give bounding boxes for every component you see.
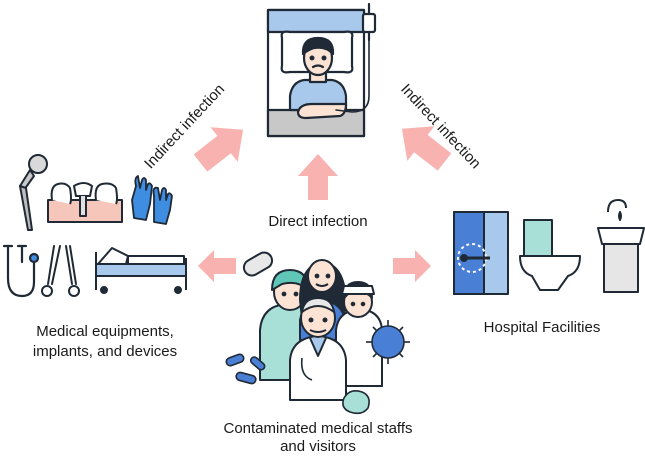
arrow-indirect-left: [193, 127, 244, 172]
toilet-icon: [519, 219, 581, 291]
hip-implant-icon: [19, 154, 48, 231]
door-icon: [453, 211, 509, 295]
dental-implant-icon: [47, 182, 123, 223]
staff-label-line2: and visitors: [280, 438, 356, 455]
arrow-to-equipment: [198, 250, 236, 282]
patient-in-bed-icon: [266, 2, 377, 138]
hospital-bed-icon: [95, 247, 187, 294]
arrow-direct: [298, 154, 338, 200]
bacteria-cluster-icon: [225, 353, 266, 385]
germ-icon: [342, 390, 370, 415]
staff-label-line1: Contaminated medical staffs: [223, 420, 413, 437]
equipment-label-line1: Medical equipments,: [36, 323, 174, 340]
arrow-to-facilities: [393, 250, 431, 282]
bacteria-icon: [242, 251, 274, 277]
sink-icon: [597, 199, 645, 293]
facilities-label: Hospital Facilities: [483, 319, 601, 336]
direct-infection-label: Direct infection: [268, 213, 368, 230]
scissors-forceps-icon: [41, 245, 80, 297]
virus-icon: [366, 320, 410, 364]
arrow-indirect-right: [401, 126, 452, 171]
stethoscope-icon: [2, 244, 40, 298]
gloves-icon: [131, 175, 173, 225]
medical-staff-icon: [259, 259, 383, 401]
equipment-label-line2: implants, and devices: [32, 343, 178, 360]
